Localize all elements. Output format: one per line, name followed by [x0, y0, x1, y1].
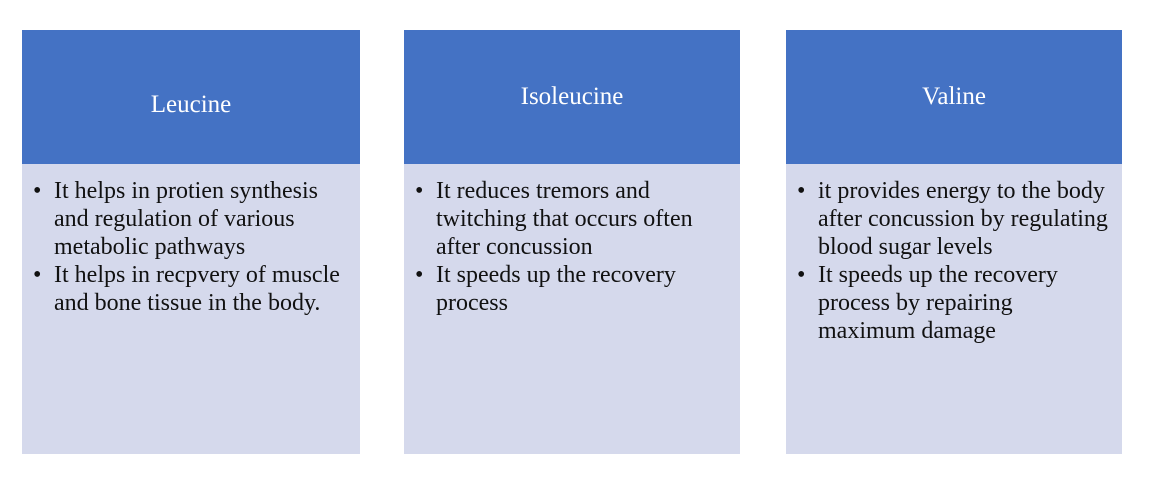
card-header: Valine	[786, 30, 1122, 164]
bullet-icon: •	[797, 262, 806, 288]
list-item: • it provides energy to the body after c…	[796, 177, 1112, 261]
list-item-text: It reduces tremors and twitching that oc…	[436, 178, 693, 260]
list-item: • It helps in protien synthesis and regu…	[32, 177, 350, 261]
bullet-icon: •	[797, 178, 806, 204]
card-leucine: Leucine • It helps in protien synthesis …	[22, 30, 360, 454]
bullet-icon: •	[33, 178, 42, 204]
card-title: Isoleucine	[520, 83, 624, 110]
list-item: • It helps in recpvery of muscle and bon…	[32, 261, 350, 317]
list-item-text: It helps in recpvery of muscle and bone …	[54, 262, 340, 316]
bullet-list: • It helps in protien synthesis and regu…	[32, 177, 350, 317]
list-item-text: It speeds up the recovery process by rep…	[818, 262, 1058, 344]
bullet-icon: •	[33, 262, 42, 288]
card-header: Isoleucine	[404, 30, 740, 164]
list-item-text: It helps in protien synthesis and regula…	[54, 178, 318, 260]
card-title: Valine	[922, 83, 986, 110]
list-item: • It speeds up the recovery process by r…	[796, 261, 1112, 345]
card-body: • it provides energy to the body after c…	[786, 164, 1122, 454]
list-item: • It speeds up the recovery process	[414, 261, 730, 317]
bullet-list: • It reduces tremors and twitching that …	[414, 177, 730, 317]
bullet-icon: •	[415, 178, 424, 204]
card-valine: Valine • it provides energy to the body …	[786, 30, 1122, 454]
list-item-text: It speeds up the recovery process	[436, 262, 676, 316]
list-item: • It reduces tremors and twitching that …	[414, 177, 730, 261]
card-body: • It reduces tremors and twitching that …	[404, 164, 740, 454]
card-header: Leucine	[22, 30, 360, 164]
list-item-text: it provides energy to the body after con…	[818, 178, 1108, 260]
bullet-list: • it provides energy to the body after c…	[796, 177, 1112, 345]
card-title: Leucine	[150, 91, 232, 118]
card-body: • It helps in protien synthesis and regu…	[22, 164, 360, 454]
bullet-icon: •	[415, 262, 424, 288]
card-isoleucine: Isoleucine • It reduces tremors and twit…	[404, 30, 740, 454]
